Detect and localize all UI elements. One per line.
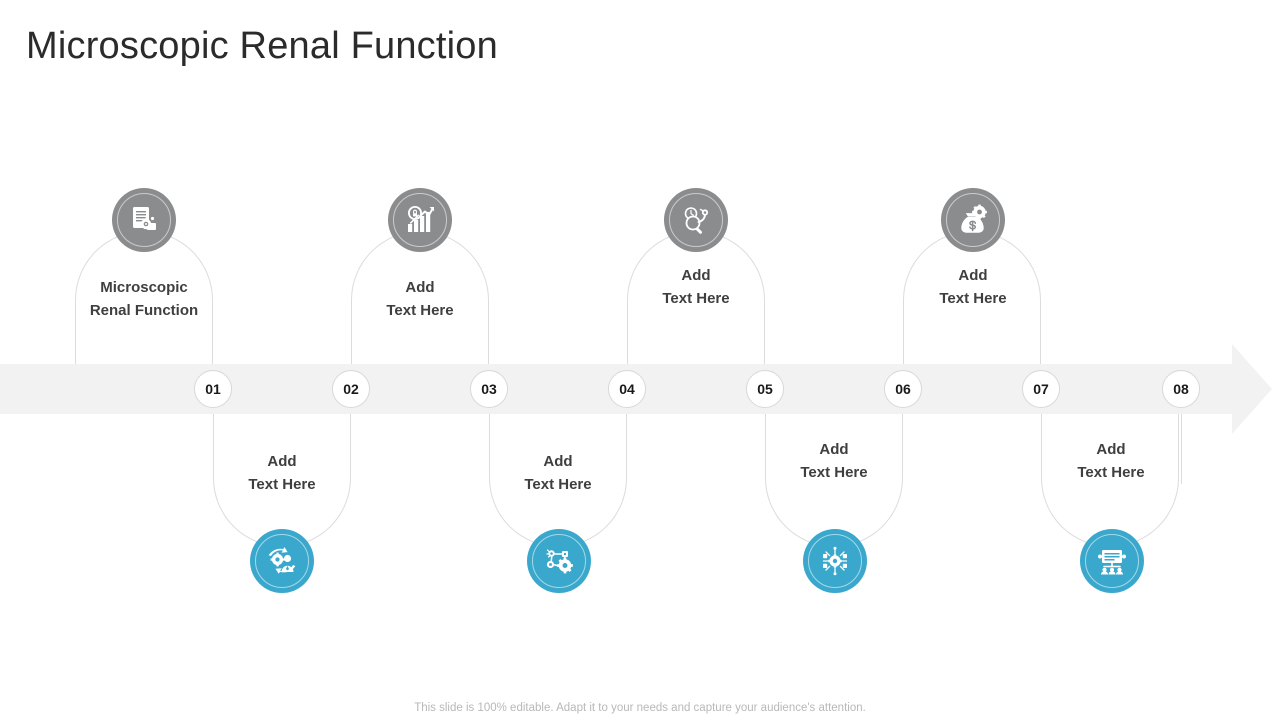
item-icon-04[interactable] <box>527 529 591 593</box>
money-bag-gear-icon <box>961 204 987 233</box>
badge-number: 08 <box>1173 381 1189 397</box>
item-icon-03[interactable] <box>388 188 452 252</box>
document-settings-icon <box>133 207 156 230</box>
network-gear-icon <box>546 549 573 574</box>
badge-number: 07 <box>1033 381 1049 397</box>
badge-number: 06 <box>895 381 911 397</box>
item-label-05: Add Text Here <box>662 267 730 307</box>
item-label-02: Add Text Here <box>248 453 316 493</box>
item-icon-01[interactable] <box>112 188 176 252</box>
item-icon-08[interactable] <box>1080 529 1144 593</box>
badge-number: 01 <box>205 381 221 397</box>
people-gear-refresh-icon <box>268 547 296 574</box>
timeline-badge-05[interactable]: 05 <box>746 370 784 408</box>
timeline-badge-03[interactable]: 03 <box>470 370 508 408</box>
badge-number: 02 <box>343 381 359 397</box>
timeline-badge-06[interactable]: 06 <box>884 370 922 408</box>
item-icon-07[interactable] <box>941 188 1005 252</box>
item-label-08: Add Text Here <box>1077 441 1145 481</box>
bar-chart-growth-icon <box>408 206 434 232</box>
badge-stem-08 <box>1181 414 1182 484</box>
item-icon-02[interactable] <box>250 529 314 593</box>
timeline-badge-02[interactable]: 02 <box>332 370 370 408</box>
timeline-arrow-head <box>1232 344 1272 434</box>
item-label-07: Add Text Here <box>939 267 1007 307</box>
item-icon-06[interactable] <box>803 529 867 593</box>
presentation-training-icon <box>1098 550 1126 575</box>
footer-note: This slide is 100% editable. Adapt it to… <box>414 702 866 714</box>
page-title: Microscopic Renal Function <box>26 25 498 67</box>
circuit-gear-icon <box>822 546 848 576</box>
item-label-01: Microscopic Renal Function <box>89 279 199 319</box>
item-icon-05[interactable] <box>664 188 728 252</box>
item-label-06: Add Text Here <box>800 441 868 481</box>
timeline-badge-01[interactable]: 01 <box>194 370 232 408</box>
item-label-04: Add Text Here <box>524 453 592 493</box>
stethoscope-clock-icon <box>684 207 709 234</box>
item-label-03: Add Text Here <box>386 279 454 319</box>
badge-number: 05 <box>757 381 773 397</box>
badge-number: 04 <box>619 381 635 397</box>
timeline-badge-04[interactable]: 04 <box>608 370 646 408</box>
timeline-badge-08[interactable]: 08 <box>1162 370 1200 408</box>
badge-number: 03 <box>481 381 497 397</box>
timeline-badge-07[interactable]: 07 <box>1022 370 1060 408</box>
